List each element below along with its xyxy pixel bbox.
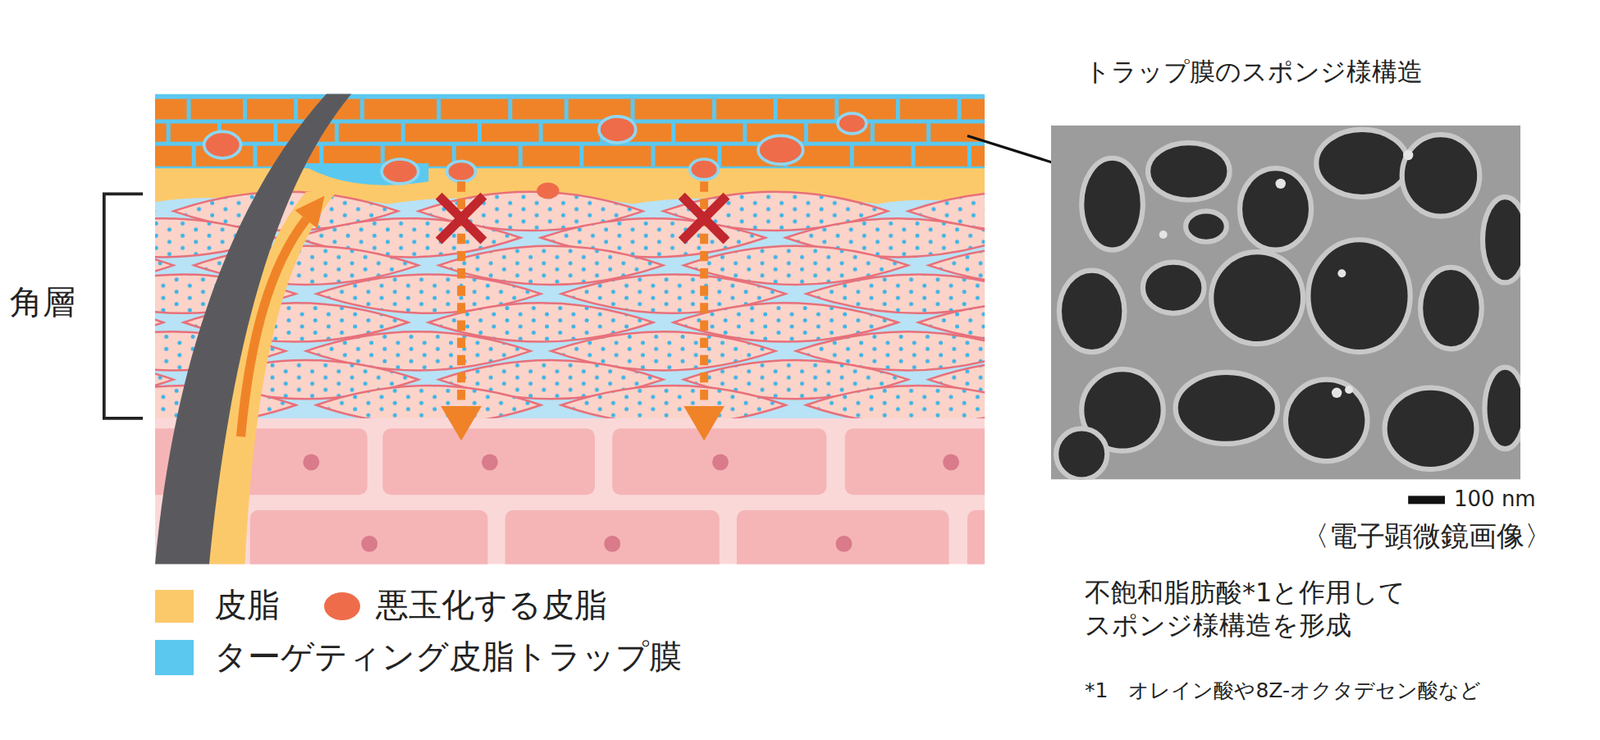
skin-section [155, 93, 985, 564]
legend-swatch [155, 640, 194, 676]
micrograph [1051, 125, 1521, 480]
image-caption: 〈電子顕微鏡画像〉 [1301, 518, 1553, 554]
legend-text: 悪玉化する皮脂 [375, 584, 608, 626]
legend-text: ターゲティング皮脂トラップ膜 [214, 635, 682, 677]
legend-text: 皮脂 [214, 584, 280, 626]
figure-heading: トラップ膜のスポンジ様構造 [1084, 55, 1423, 88]
footnote: *1 オレイン酸や8Z-オクタデセン酸など [1084, 677, 1482, 704]
bracket [104, 193, 143, 419]
layer-label: 角層 [9, 281, 76, 323]
note-text: 不飽和脂肪酸*1と作用して スポンジ様構造を形成 [1084, 576, 1545, 642]
legend-swatch [324, 592, 361, 621]
legend-swatch [155, 589, 194, 623]
scale-bar [1408, 495, 1445, 504]
scale-label: 100 nm [1453, 485, 1536, 513]
